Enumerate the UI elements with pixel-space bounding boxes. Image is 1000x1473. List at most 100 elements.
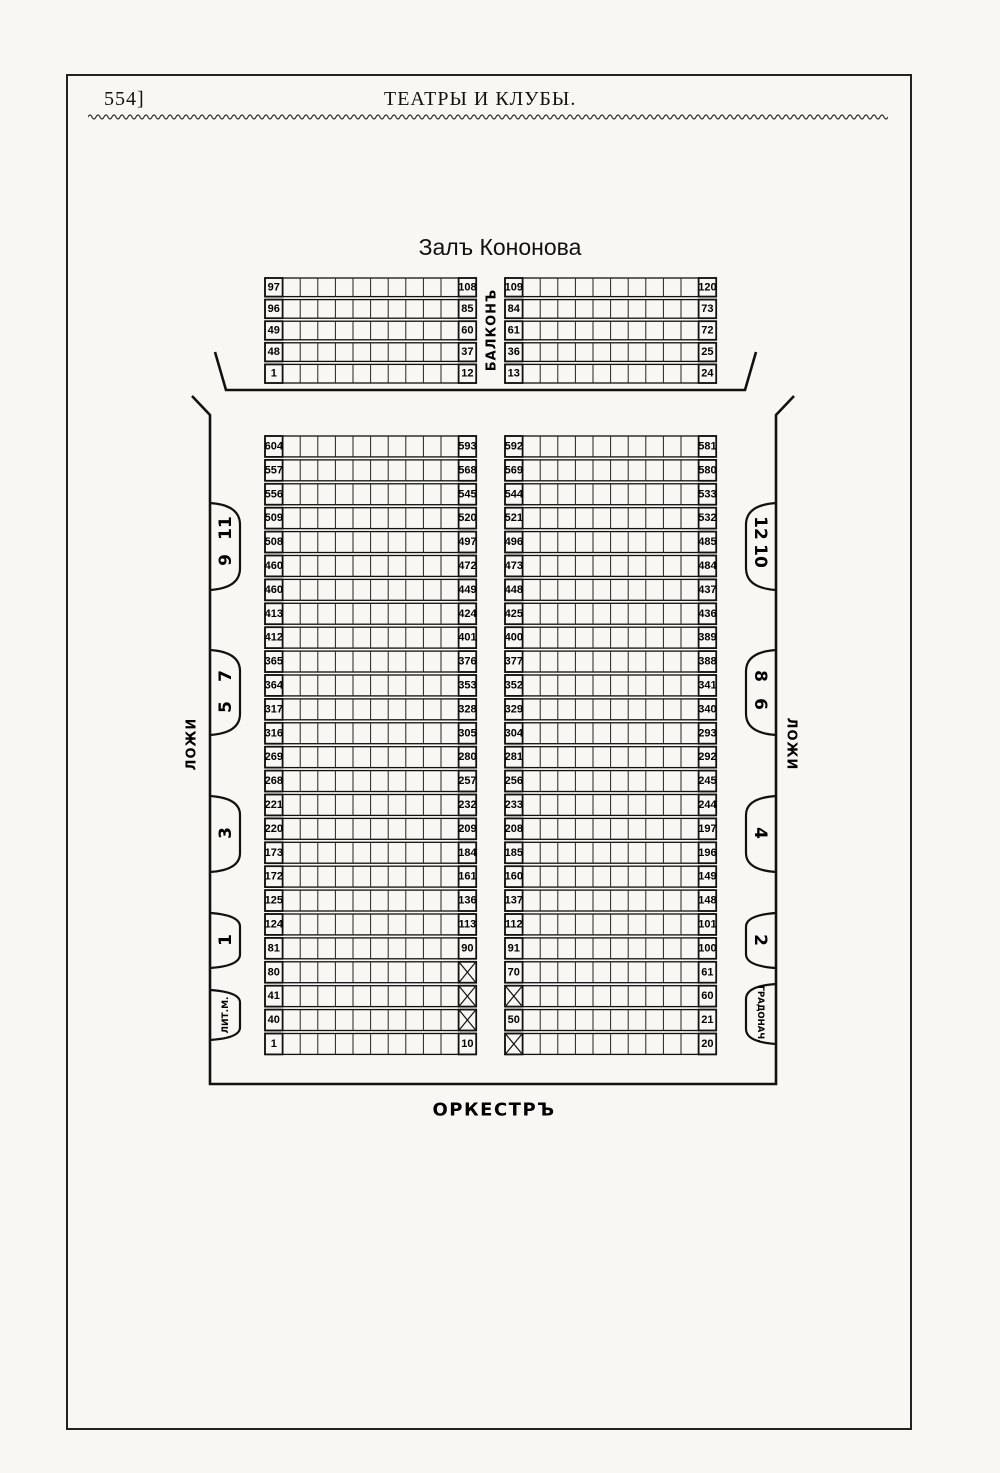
seat-number-start: 400 (505, 632, 523, 644)
seat-end-cell (504, 937, 524, 960)
seat-end-cell (504, 363, 524, 384)
seat-end-cell (264, 482, 284, 506)
seat-end-cell (504, 650, 524, 673)
seat-number-start: 81 (268, 942, 280, 954)
seat-end-cell (504, 793, 524, 817)
seat-number-end: 60 (701, 990, 713, 1002)
seat-end-cell (697, 889, 718, 912)
seat-end-cell (264, 363, 284, 384)
hall-outline (191, 395, 795, 1086)
running-title: ТЕАТРЫ И КЛУБЫ. (384, 88, 577, 110)
seat-end-cell (264, 865, 284, 889)
seat-end-cell (697, 363, 718, 384)
wavy-rule (88, 114, 888, 120)
seat-end-cell (457, 363, 478, 384)
seat-number-start: 364 (265, 679, 284, 691)
seat-end-cell (457, 320, 478, 341)
seat-end-cell (697, 841, 718, 865)
seat-end-cell (457, 960, 478, 984)
seat-number-end: 12 (461, 368, 473, 380)
seat-end-cell (504, 530, 524, 554)
seat-end-cell (697, 626, 718, 650)
seat-number-start: 84 (508, 303, 521, 315)
seat-number-start: 412 (265, 632, 283, 644)
seat-number-start: 508 (265, 536, 283, 548)
seat-end-cell (457, 277, 478, 298)
seat-end-cell (697, 506, 718, 530)
seat-number-start: 329 (505, 703, 523, 715)
seat-end-cell (264, 841, 284, 865)
blocked-seat-mark (459, 986, 476, 1006)
seat-end-cell (504, 578, 524, 602)
seat-end-cell (504, 435, 524, 458)
seat-number-start: 448 (505, 584, 523, 596)
seat-number-end: 184 (458, 847, 477, 859)
seat-number-end: 24 (701, 368, 714, 380)
box-left-litm (209, 988, 242, 1042)
seat-end-cell (697, 530, 718, 554)
seat-end-cell (457, 650, 478, 673)
seat-end-cell (504, 745, 524, 769)
seat-end-cell (264, 698, 284, 721)
seat-number-end: 580 (698, 464, 716, 476)
parterre-right-row: 60 (504, 984, 718, 1008)
seat-number-end: 436 (698, 608, 716, 620)
seat-number-end: 388 (698, 656, 716, 668)
seat-end-cell (697, 320, 718, 341)
seat-number-start: 48 (268, 346, 280, 358)
seat-end-cell (504, 341, 524, 363)
box-label: 7 (216, 670, 236, 682)
seat-number-end: 292 (698, 751, 716, 763)
seat-number-start: 592 (505, 440, 523, 452)
seat-number-start: 317 (265, 703, 283, 715)
seat-number-end: 245 (698, 775, 716, 787)
seat-end-cell (457, 817, 478, 841)
seat-number-start: 1 (271, 1038, 277, 1050)
seat-number-end: 497 (458, 536, 476, 548)
seat-end-cell (457, 554, 478, 578)
box-label: 11 (216, 516, 236, 540)
blocked-seat-mark (505, 986, 523, 1006)
seat-end-cell (264, 578, 284, 602)
seat-end-cell (264, 913, 284, 936)
seat-number-start: 220 (265, 823, 283, 835)
seat-number-end: 60 (461, 325, 473, 337)
seat-number-start: 96 (268, 303, 280, 315)
parterre-right-row: 20 (504, 1032, 718, 1056)
seat-number-start: 269 (265, 751, 283, 763)
seat-end-cell (504, 506, 524, 530)
seat-end-cell (457, 530, 478, 554)
box-right-12-10 (744, 501, 777, 592)
box-right-2 (744, 911, 777, 970)
seat-number-end: 293 (698, 727, 716, 739)
seat-number-end: 232 (458, 799, 476, 811)
seat-number-start: 425 (505, 608, 523, 620)
seat-number-end: 197 (698, 823, 716, 835)
seat-end-cell (457, 865, 478, 889)
seat-number-start: 316 (265, 727, 283, 739)
seat-end-cell (504, 698, 524, 721)
seat-end-cell (697, 984, 718, 1008)
seat-end-cell (264, 298, 284, 320)
seat-number-end: 20 (701, 1038, 713, 1050)
seat-end-cell (457, 889, 478, 912)
seat-number-start: 556 (265, 488, 283, 500)
hall-walls (191, 351, 795, 1086)
seat-end-cell (457, 745, 478, 769)
